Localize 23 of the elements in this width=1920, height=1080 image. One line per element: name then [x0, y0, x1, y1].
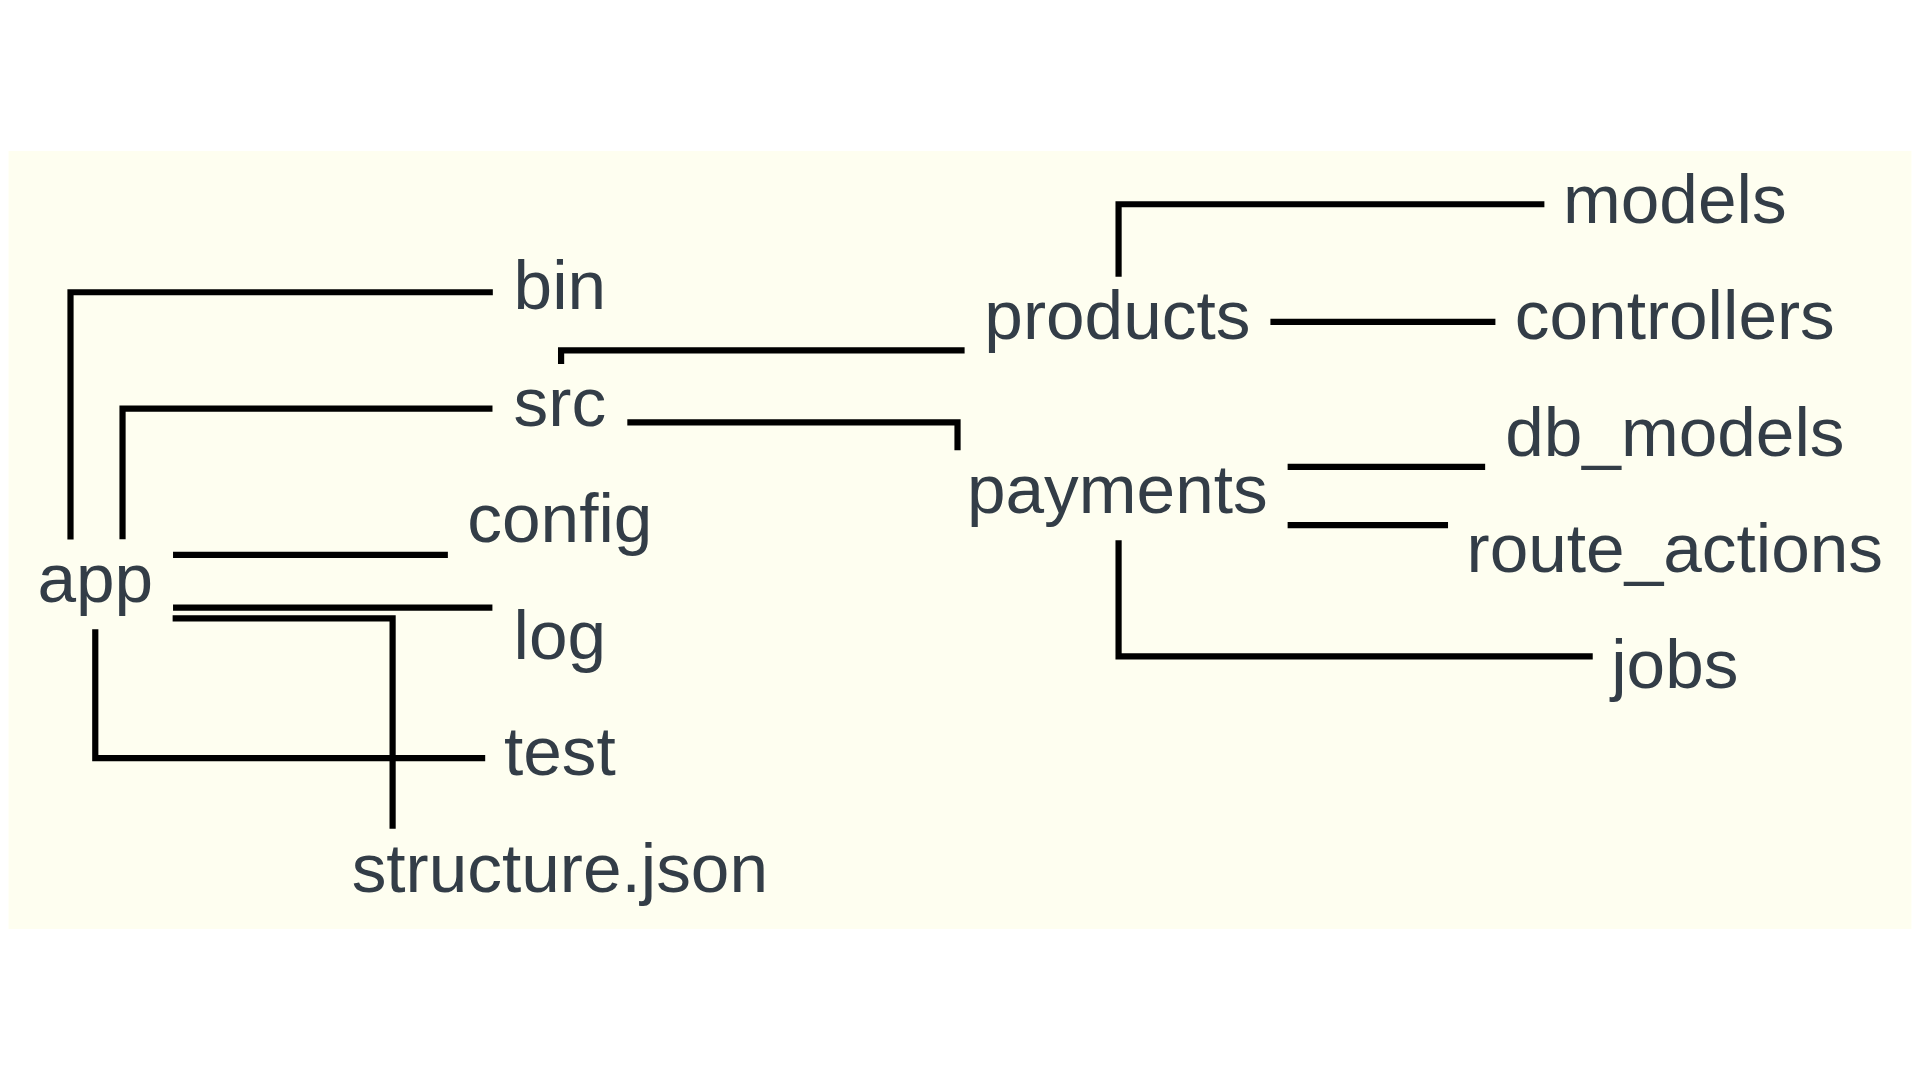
node-text: log — [513, 595, 607, 674]
connector — [67, 289, 493, 540]
connector — [1287, 463, 1486, 470]
connector — [1115, 540, 1593, 660]
node-text: test — [503, 712, 616, 791]
connector — [1115, 201, 1545, 277]
node-text: controllers — [1514, 276, 1835, 355]
connector — [119, 405, 493, 540]
connector — [172, 615, 396, 829]
node-text: structure.json — [351, 828, 769, 907]
node-text: payments — [966, 449, 1268, 528]
connector — [1270, 318, 1496, 326]
node-text: route_actions — [1466, 508, 1884, 587]
node-text: products — [984, 276, 1251, 355]
connector — [1287, 522, 1449, 529]
node-text: models — [1563, 159, 1787, 238]
node-text: db_models — [1505, 392, 1845, 471]
node-text: src — [513, 362, 607, 441]
node-text: bin — [513, 246, 607, 325]
node-text: app — [37, 538, 154, 617]
node-text: jobs — [1611, 625, 1739, 704]
node-text: config — [467, 479, 653, 558]
connector — [92, 629, 486, 762]
